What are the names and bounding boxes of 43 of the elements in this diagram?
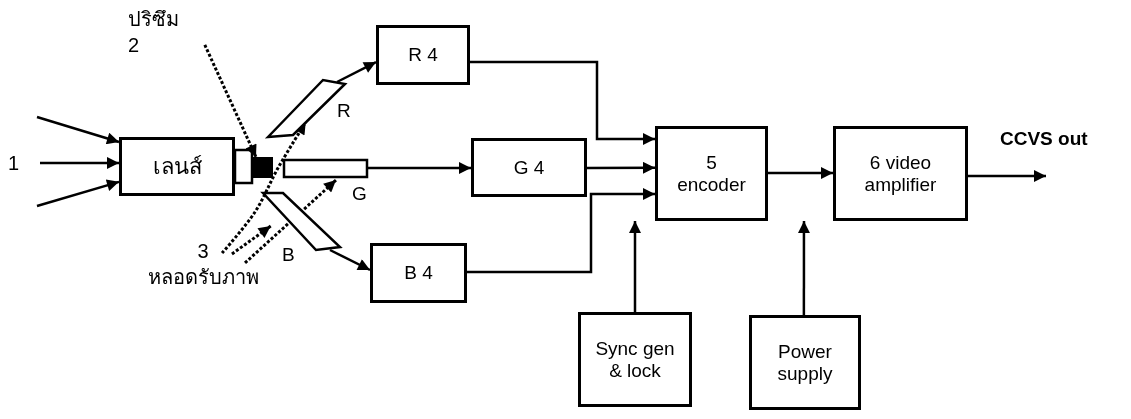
process-box — [655, 126, 768, 221]
node-label: ปริซึม — [128, 7, 179, 32]
process-box — [833, 126, 968, 221]
arrow — [797, 221, 810, 315]
arrow — [467, 188, 655, 274]
arrow — [36, 179, 120, 208]
node-label: 5 encoder — [676, 151, 747, 196]
prism-block — [253, 157, 273, 178]
node-label: เลนส์ — [152, 153, 202, 180]
node-label: Sync gen & lock — [594, 337, 676, 382]
camera-tube — [263, 193, 340, 250]
process-box — [370, 243, 467, 303]
leader-line — [231, 224, 272, 256]
process-box — [749, 315, 861, 410]
process-box — [578, 312, 692, 407]
camera-tube — [284, 160, 367, 177]
node-label: 2 — [128, 33, 140, 58]
node-label: B 4 — [404, 262, 433, 284]
leader-line — [203, 44, 258, 158]
arrow — [40, 156, 119, 169]
process-box — [376, 25, 470, 85]
arrow — [968, 170, 1046, 182]
arrow — [336, 60, 377, 84]
process-box — [471, 138, 587, 197]
node-label: หลอดรับภาพ — [147, 265, 259, 290]
tube-label: B — [282, 244, 295, 266]
arrow — [587, 161, 655, 174]
arrow — [329, 248, 371, 272]
node-label: Power supply — [776, 340, 834, 385]
arrow — [768, 167, 833, 180]
arrow — [629, 221, 641, 312]
arrow — [470, 60, 655, 145]
tube-label: R — [337, 100, 351, 122]
arrow — [36, 115, 120, 145]
callout-number: 1 — [8, 152, 20, 175]
leader-line — [244, 178, 338, 265]
node-label: 3 — [197, 239, 209, 264]
lens-box — [119, 137, 235, 196]
node-label: R 4 — [408, 44, 438, 66]
node-label: G 4 — [513, 156, 545, 179]
tube-label: G — [352, 183, 367, 205]
node-label: 6 video amplifier — [863, 151, 938, 196]
arrow — [367, 161, 471, 174]
